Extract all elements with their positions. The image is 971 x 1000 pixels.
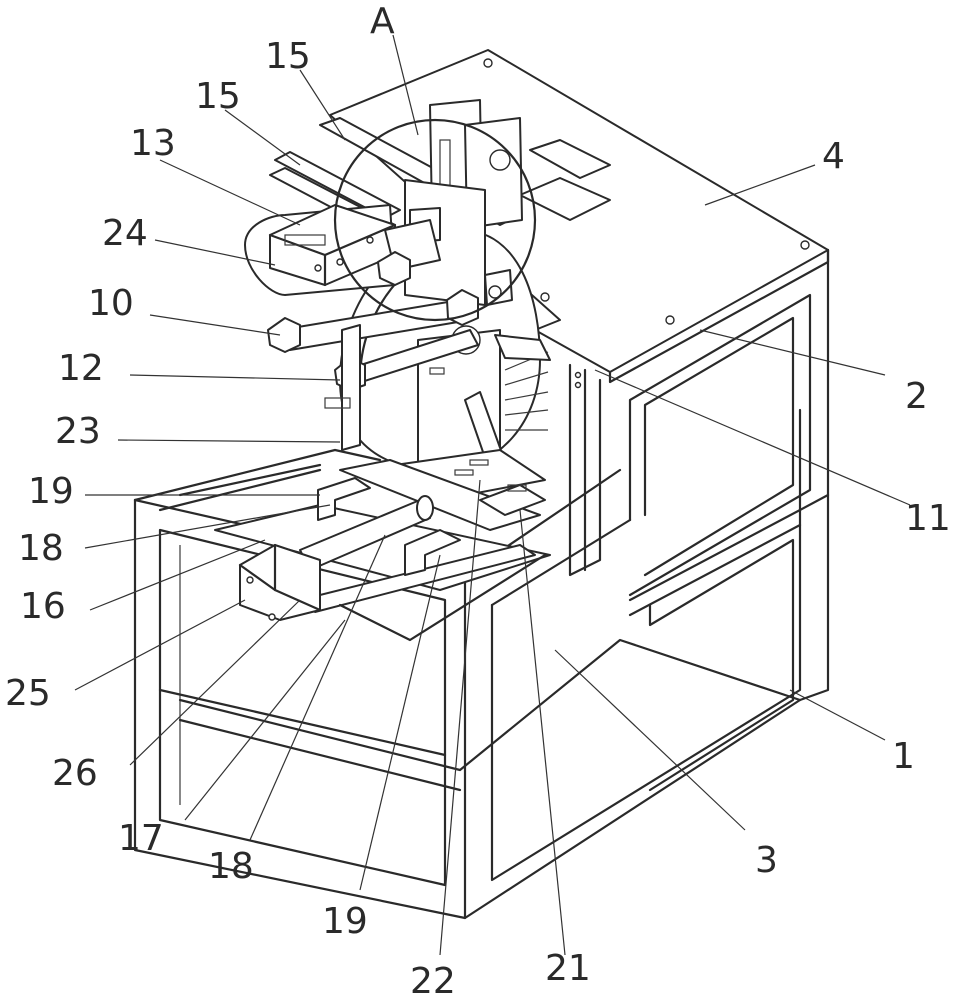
label-25: 25: [5, 673, 51, 714]
label-19-bottom: 19: [322, 901, 368, 942]
label-26: 26: [52, 753, 98, 794]
label-10: 10: [88, 283, 134, 324]
label-24: 24: [102, 213, 148, 254]
label-3: 3: [755, 840, 778, 881]
label-18-bottom: 18: [208, 846, 254, 887]
label-23: 23: [55, 411, 101, 452]
label-15: 15: [195, 76, 241, 117]
label-15-top: 15: [265, 36, 311, 77]
label-13: 13: [130, 123, 176, 164]
label-2: 2: [905, 376, 928, 417]
label-19-left: 19: [28, 471, 74, 512]
label-17: 17: [118, 818, 164, 859]
label-4: 4: [822, 136, 845, 177]
label-1: 1: [892, 736, 915, 777]
label-18-left: 18: [18, 528, 64, 569]
label-22: 22: [410, 961, 456, 1000]
label-12: 12: [58, 348, 104, 389]
label-11: 11: [905, 498, 951, 539]
label-16: 16: [20, 586, 66, 627]
label-21: 21: [545, 948, 591, 989]
label-a: A: [370, 1, 395, 42]
